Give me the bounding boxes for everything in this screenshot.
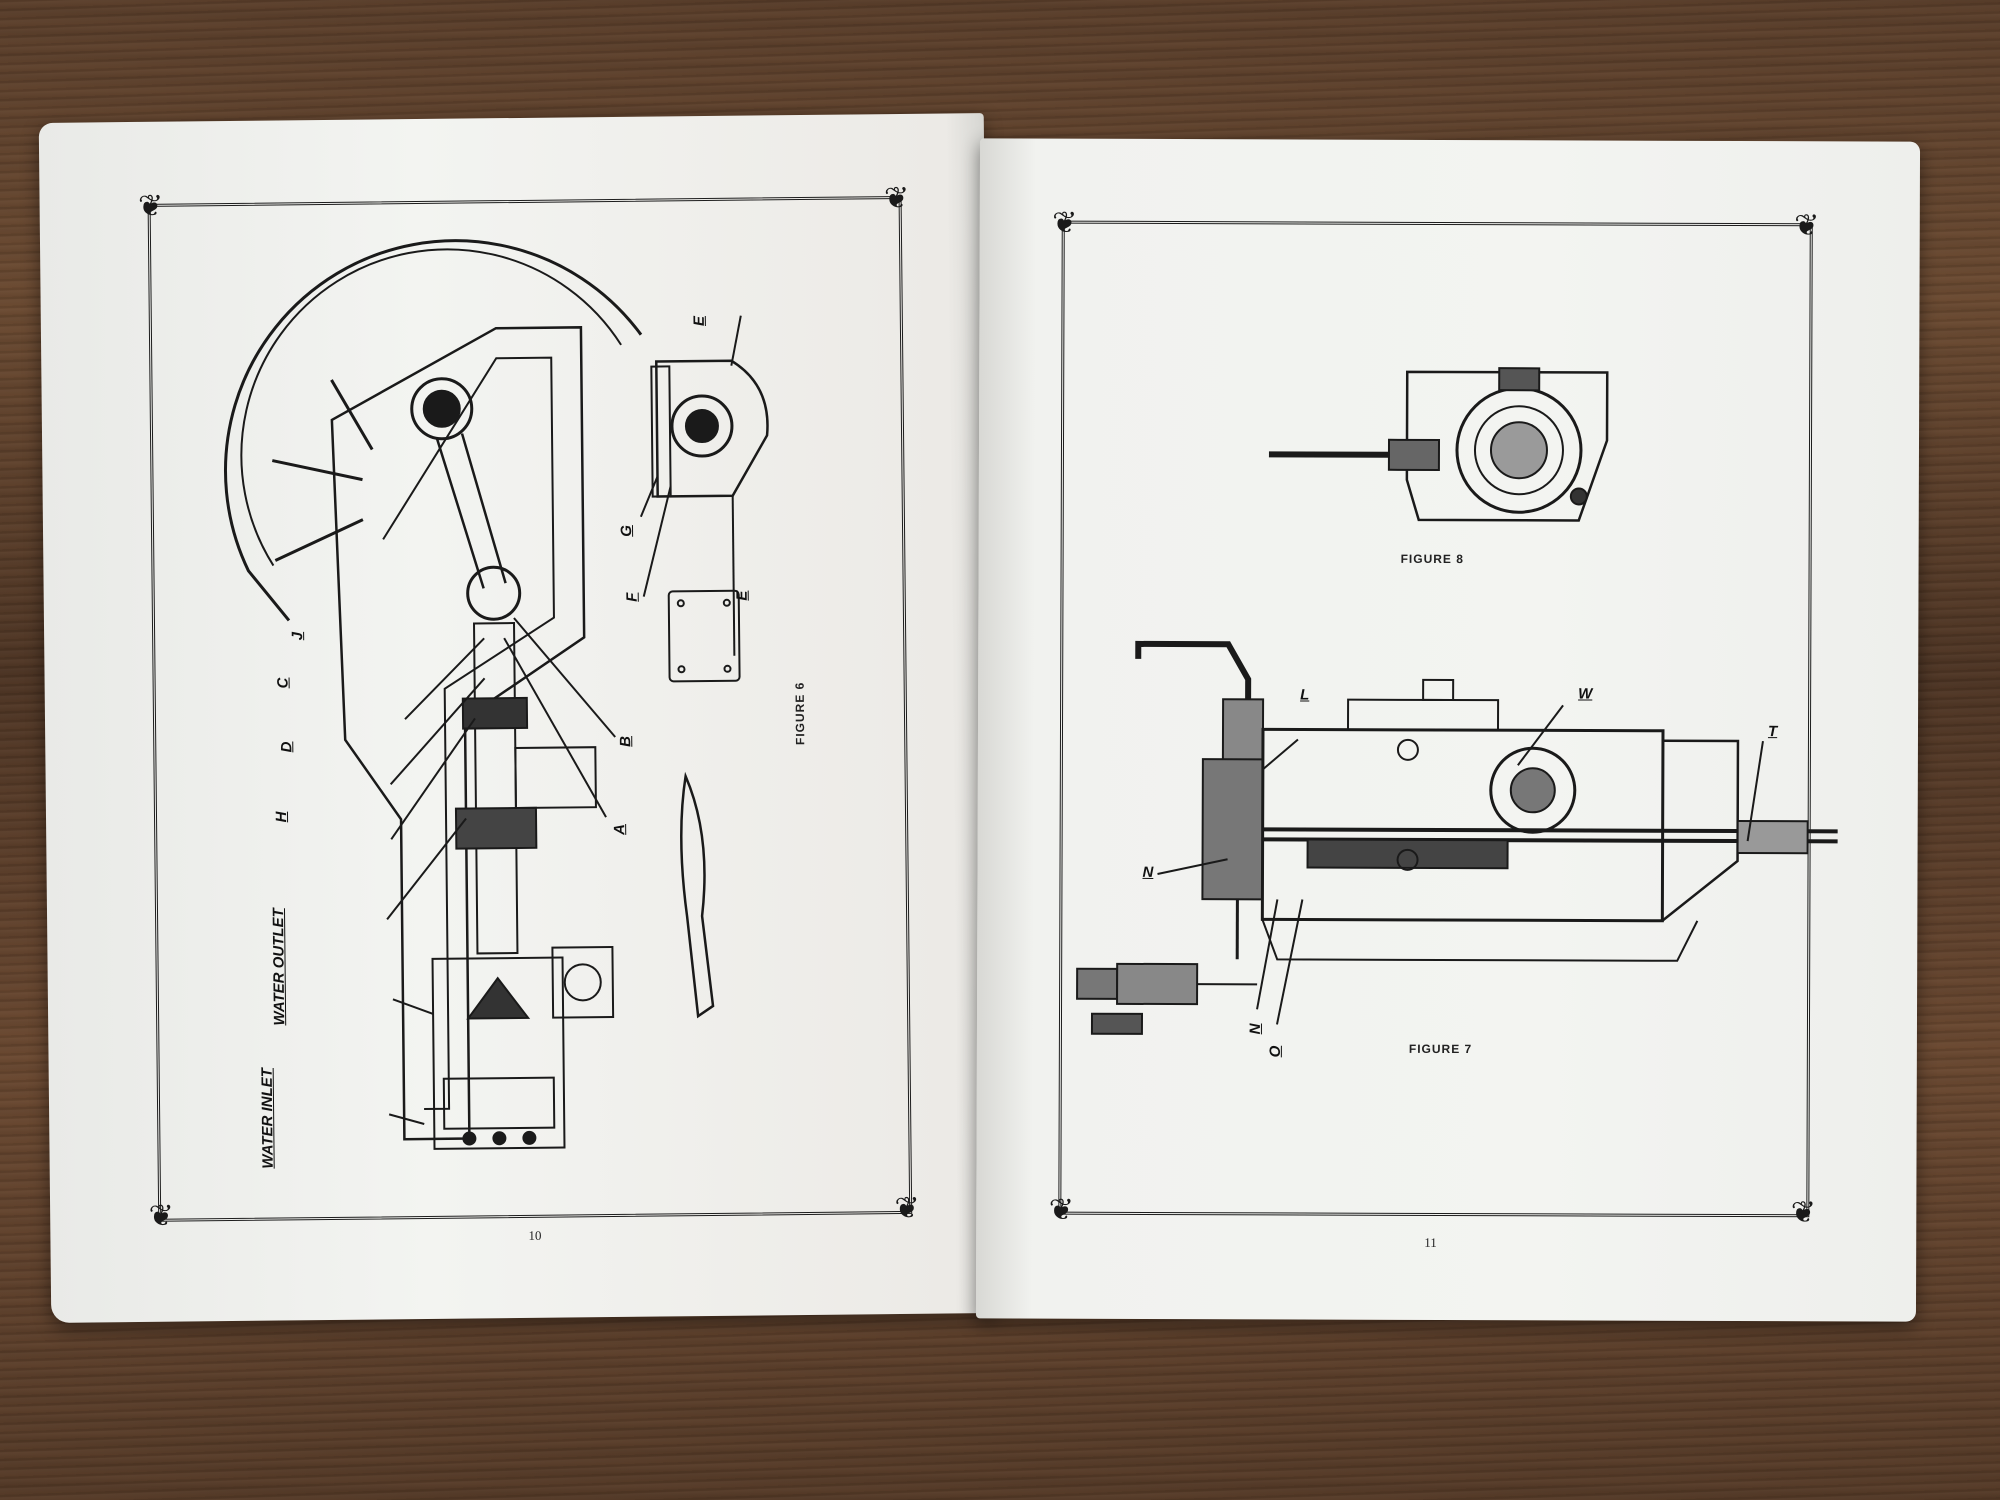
callout-h: H: [272, 811, 291, 823]
callout-o: O: [1266, 1045, 1284, 1058]
figure-6-drawing: [224, 239, 769, 1150]
callout-c: C: [274, 677, 292, 689]
callout-d: D: [278, 741, 296, 753]
figure-6-label: FIGURE 6: [792, 681, 808, 746]
callout-e-upper: E: [690, 315, 708, 327]
right-page: ❦ ❦ ❦ ❦: [975, 138, 1921, 1322]
callout-t: T: [1767, 723, 1778, 741]
figure-8-drawing: [1076, 367, 1838, 1035]
callout-n-lower: N: [1246, 1023, 1264, 1035]
callout-a: A: [611, 824, 629, 836]
callout-water-outlet: WATER OUTLET: [269, 908, 289, 1026]
callout-j: J: [289, 631, 307, 641]
callout-l: L: [1300, 686, 1310, 704]
callout-b: B: [617, 735, 635, 747]
callout-w: W: [1578, 685, 1593, 703]
page-number: 11: [1424, 1234, 1437, 1250]
callout-e-lower: E: [733, 590, 751, 601]
callout-f: F: [623, 592, 641, 602]
left-page: ❦ ❦ ❦ ❦: [38, 113, 997, 1323]
page-number: 10: [528, 1227, 542, 1243]
callout-g: G: [617, 525, 636, 537]
figure-8-label: FIGURE 8: [1400, 551, 1464, 567]
figure-7-label: FIGURE 7: [1408, 1041, 1473, 1057]
callout-water-inlet: WATER INLET: [258, 1068, 277, 1169]
callout-n-left: N: [1142, 863, 1154, 881]
